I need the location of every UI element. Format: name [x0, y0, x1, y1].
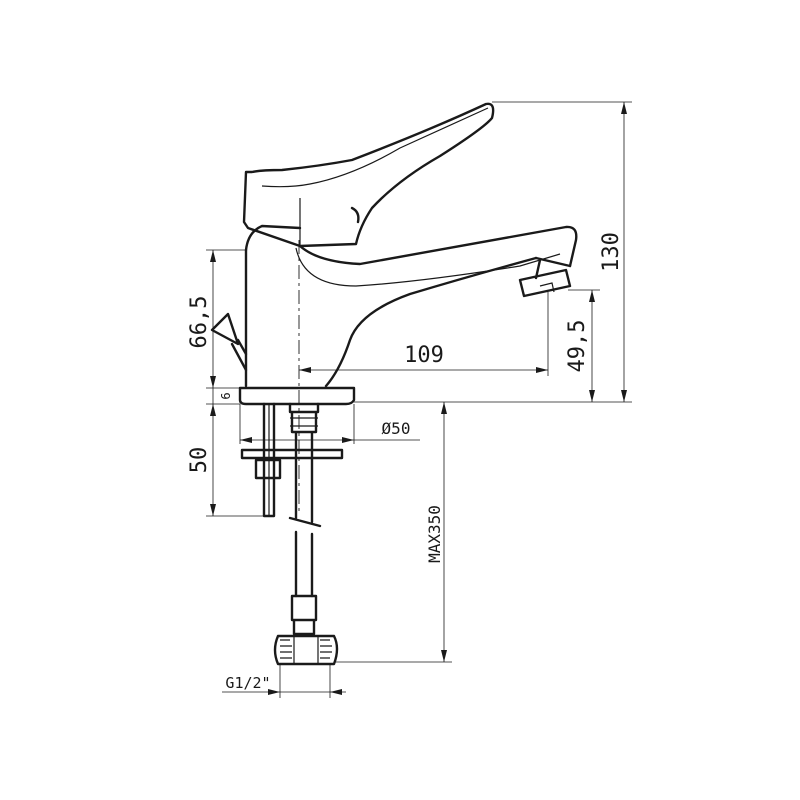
aerator-detail — [539, 282, 555, 293]
lever-pivot — [350, 206, 360, 224]
dim-max-arrow-bottom — [441, 650, 447, 662]
spout-inner-line — [295, 247, 561, 287]
label-6: 6 — [219, 392, 233, 399]
dim-g-arrow-right — [330, 689, 342, 695]
dim-49-arrow-bottom — [589, 390, 595, 402]
dim-max-arrow-top — [441, 402, 447, 414]
knob-stem — [230, 338, 248, 372]
hose-upper-fitting — [290, 417, 318, 427]
hose-upper — [288, 402, 320, 524]
dim-g-arrow-left — [268, 689, 280, 695]
label-max350: MAX350 — [425, 505, 444, 563]
dim-66-arrow-bottom — [210, 376, 216, 388]
dimension-lines — [206, 101, 632, 698]
dim-dia-arrow-left — [240, 437, 252, 443]
dim-109-arrow-left — [299, 367, 311, 373]
dimension-labels: 130 49,5 109 66,5 6 50 Ø50 MAX350 G1/2" — [187, 232, 624, 692]
dim-130-arrow-bottom — [621, 390, 627, 402]
connection-nut — [273, 634, 339, 666]
label-66-5: 66,5 — [187, 296, 212, 349]
dim-109-arrow-right — [536, 367, 548, 373]
spout-tip — [534, 256, 572, 280]
label-130: 130 — [599, 232, 624, 272]
spout-underside — [324, 256, 538, 388]
lever-handle — [242, 102, 495, 248]
popup-knob — [210, 312, 248, 372]
dim-49-arrow-top — [589, 290, 595, 302]
spout-top-edge — [298, 225, 578, 268]
dim-66-arrow-top — [210, 250, 216, 262]
hose-break — [288, 516, 322, 528]
label-g1-2: G1/2" — [225, 674, 270, 692]
connection-nut-hatch — [280, 636, 332, 664]
dim-50-arrow-bottom — [210, 504, 216, 516]
aerator — [518, 268, 572, 298]
lever-inner-line — [261, 107, 489, 188]
lever-outline — [242, 102, 495, 248]
hose-lower-fitting — [290, 594, 318, 636]
fixing-nut — [254, 458, 282, 480]
label-109: 109 — [404, 343, 444, 368]
underside-assembly — [240, 402, 344, 666]
label-diameter-50: Ø50 — [382, 419, 411, 438]
fixing-plate — [240, 448, 344, 460]
label-49-5: 49,5 — [565, 320, 590, 373]
dim-dia-arrow-right — [342, 437, 354, 443]
dim-50-arrow-top — [210, 404, 216, 416]
hose-lower — [294, 530, 314, 598]
faucet-body — [238, 224, 578, 406]
knob-outline — [210, 312, 240, 346]
dim-130-arrow-top — [621, 102, 627, 114]
label-50: 50 — [187, 447, 212, 474]
body-top-cap — [244, 224, 302, 252]
base-ring — [238, 386, 356, 406]
